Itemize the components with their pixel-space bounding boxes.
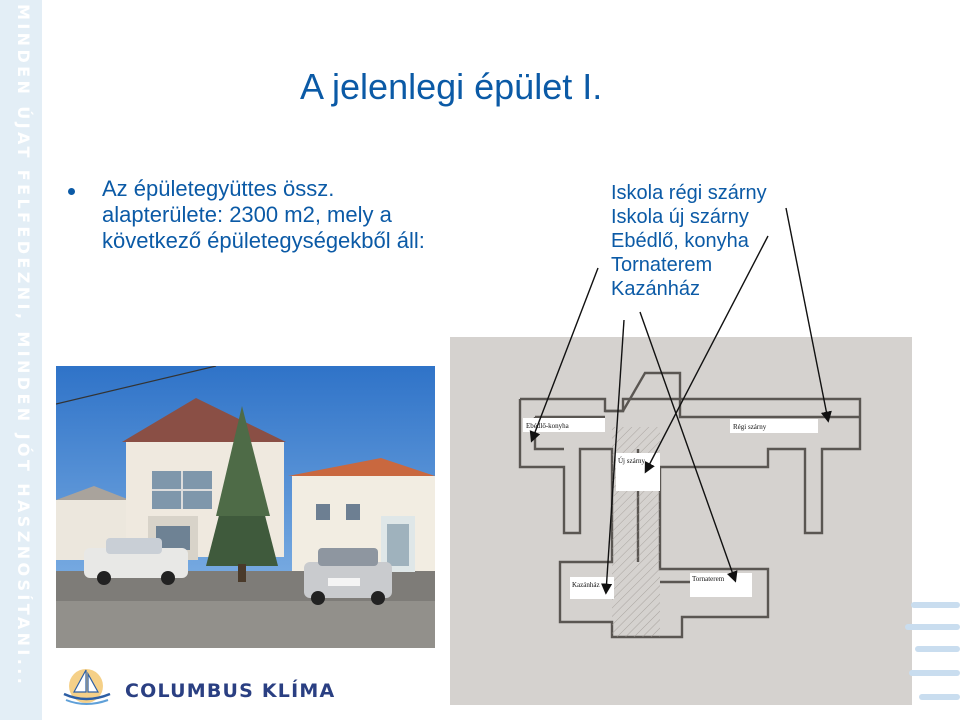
logo-text: COLUMBUS KLÍMA [125,680,336,702]
plan-label-uj: Új szárny [618,457,646,465]
unit-tornaterem: Tornaterem [611,254,713,276]
decorative-waves [905,602,960,700]
columbus-logo: COLUMBUS KLÍMA [52,662,334,710]
slide-title: A jelenlegi épület I. [300,66,603,107]
unit-uj-szarny: Iskola új szárny [611,206,749,228]
unit-ebedlo-konyha: Ebédlő, konyha [611,230,749,252]
unit-regi-szarny: Iskola régi szárny [611,182,767,204]
plan-label-kazan: Kazánház [572,581,600,589]
floor-plan: Ebédlő-konyha Régi szárny Új szárny Kazá… [450,337,912,705]
plan-label-regi: Régi szárny [733,423,767,431]
side-banner: MINDEN ÚJAT FELFEDEZNI, MINDEN JÓT HASZN… [0,0,42,720]
building-units-list: Iskola régi szárny Iskola új szárny Ebéd… [611,181,767,301]
bullet-list: Az épületegyüttes össz. alapterülete: 23… [62,176,442,254]
bullet-item: Az épületegyüttes össz. alapterülete: 23… [62,176,442,254]
bullet-dot-icon [68,188,75,195]
bullet-text: Az épületegyüttes össz. alapterülete: 23… [102,176,425,253]
unit-kazanhaz: Kazánház [611,278,700,300]
plan-label-torna: Tornaterem [692,575,725,583]
plan-label-ebedlo: Ebédlő-konyha [526,422,570,430]
ship-logo-icon [63,669,111,705]
side-banner-text: MINDEN ÚJAT FELFEDEZNI, MINDEN JÓT HASZN… [14,4,33,688]
building-photo [56,366,435,648]
